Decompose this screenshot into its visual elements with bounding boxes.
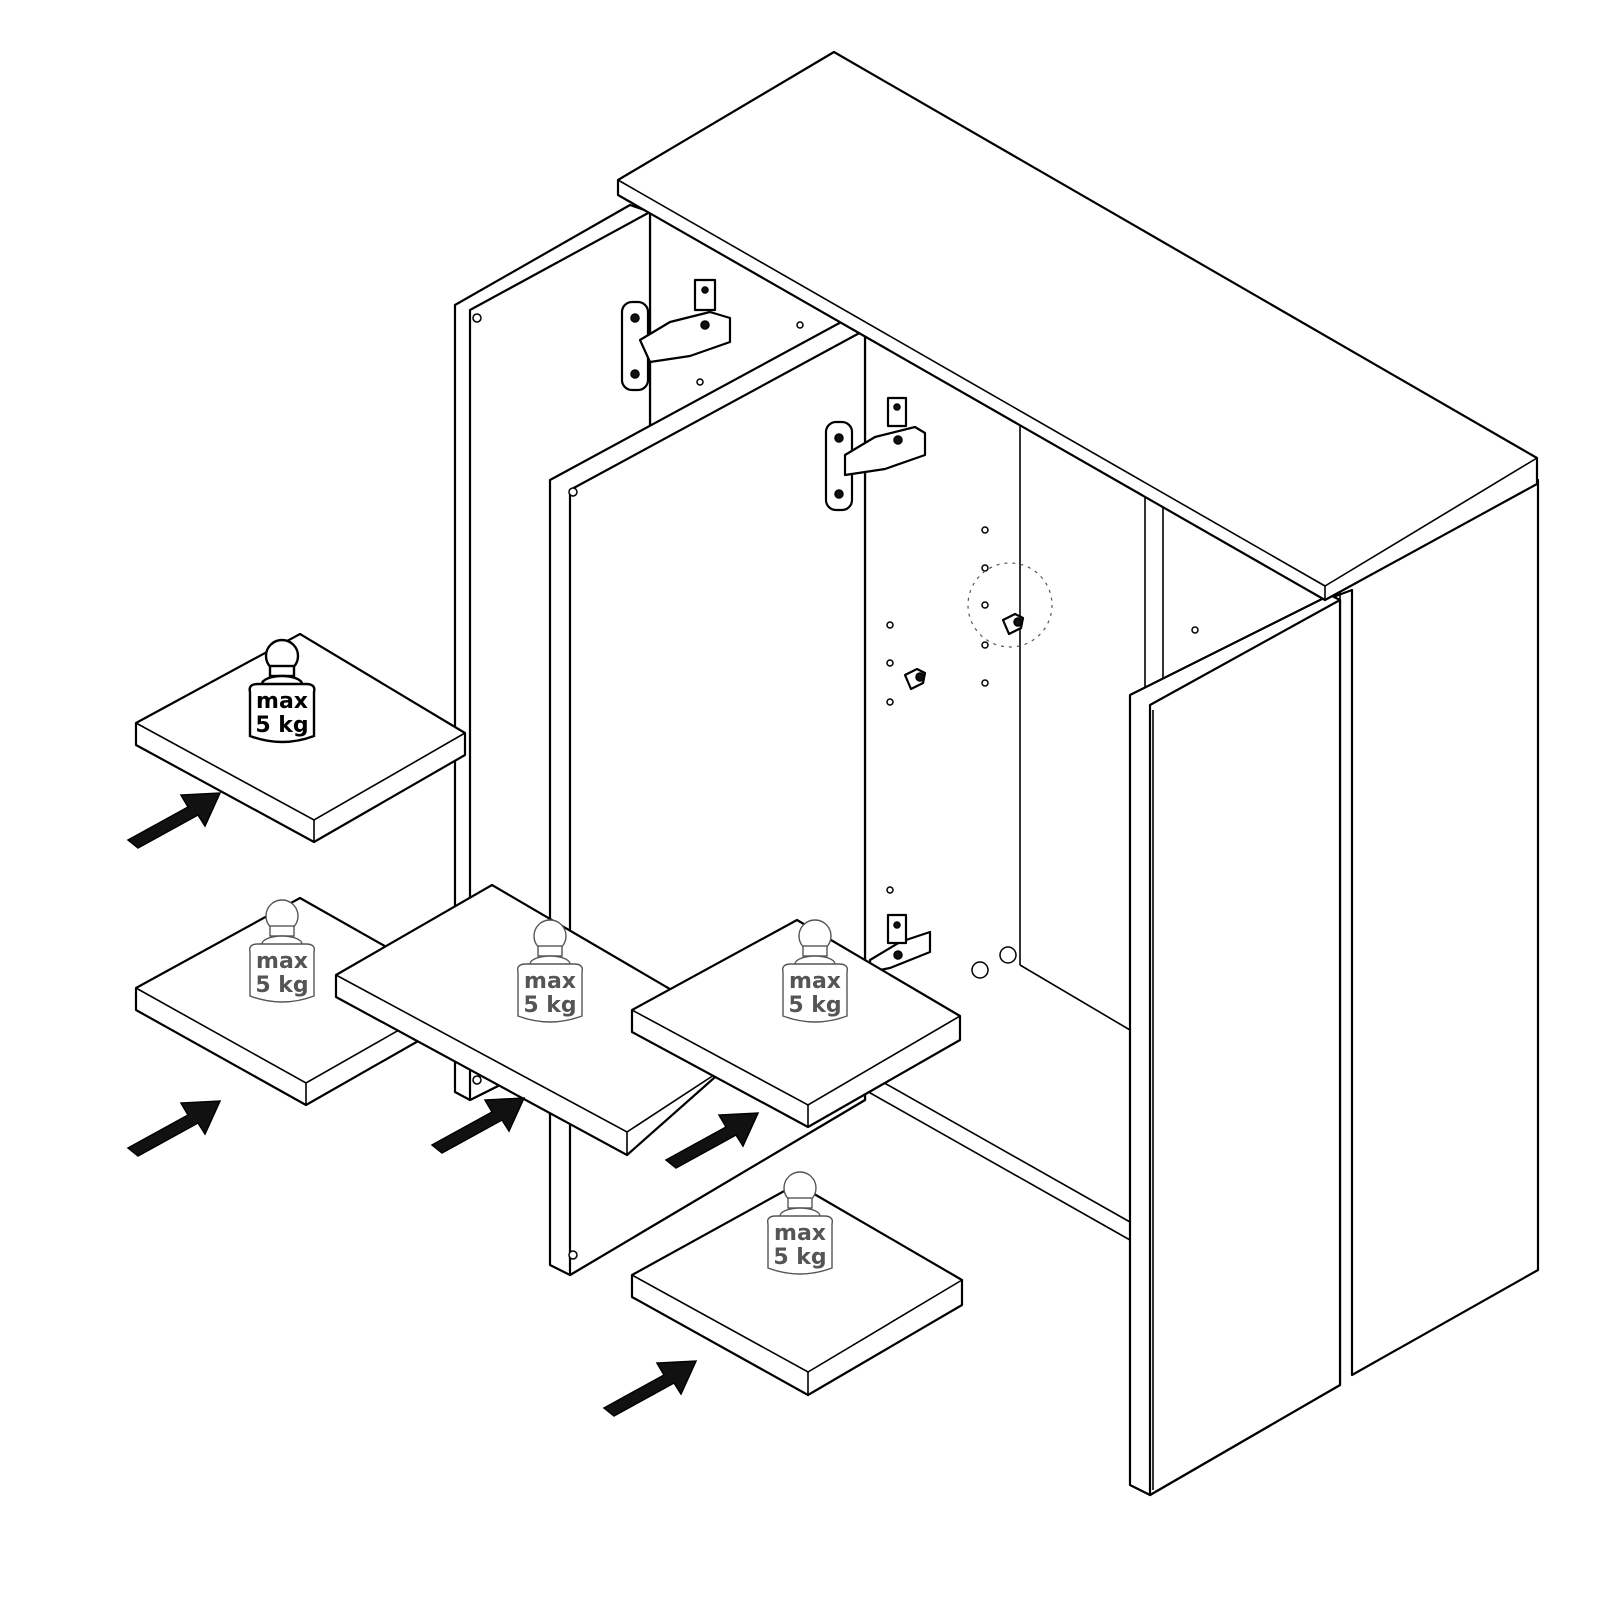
weight-label-kg: 5 kg: [773, 1245, 826, 1270]
insert-arrow-icon: [602, 1360, 698, 1417]
weight-label-kg: 5 kg: [523, 993, 576, 1018]
hinge-icon: [824, 396, 927, 512]
hinge-icon: [620, 278, 732, 392]
weight-label-max: max: [524, 969, 576, 994]
weight-label-max: max: [789, 969, 841, 994]
insert-arrow-icon: [126, 1100, 222, 1157]
shelf-board: [630, 918, 962, 1129]
weight-label-max: max: [256, 949, 308, 974]
cabinet-top: [616, 50, 1539, 602]
weight-label-max: max: [256, 689, 308, 714]
hinge-icon: [868, 913, 932, 974]
shelf-pin-icon: [903, 667, 927, 691]
insert-arrow-icon: [664, 1112, 760, 1169]
weight-label-kg: 5 kg: [255, 713, 308, 738]
insert-arrow-icon: [126, 792, 222, 849]
right-side-panel: [1323, 478, 1540, 1377]
shelf-pin-icon: [1001, 612, 1025, 636]
weight-label-max: max: [774, 1221, 826, 1246]
right-door-panel: [1128, 593, 1342, 1497]
insert-arrow-icon: [430, 1097, 526, 1154]
weight-label-kg: 5 kg: [788, 993, 841, 1018]
weight-label-kg: 5 kg: [255, 973, 308, 998]
